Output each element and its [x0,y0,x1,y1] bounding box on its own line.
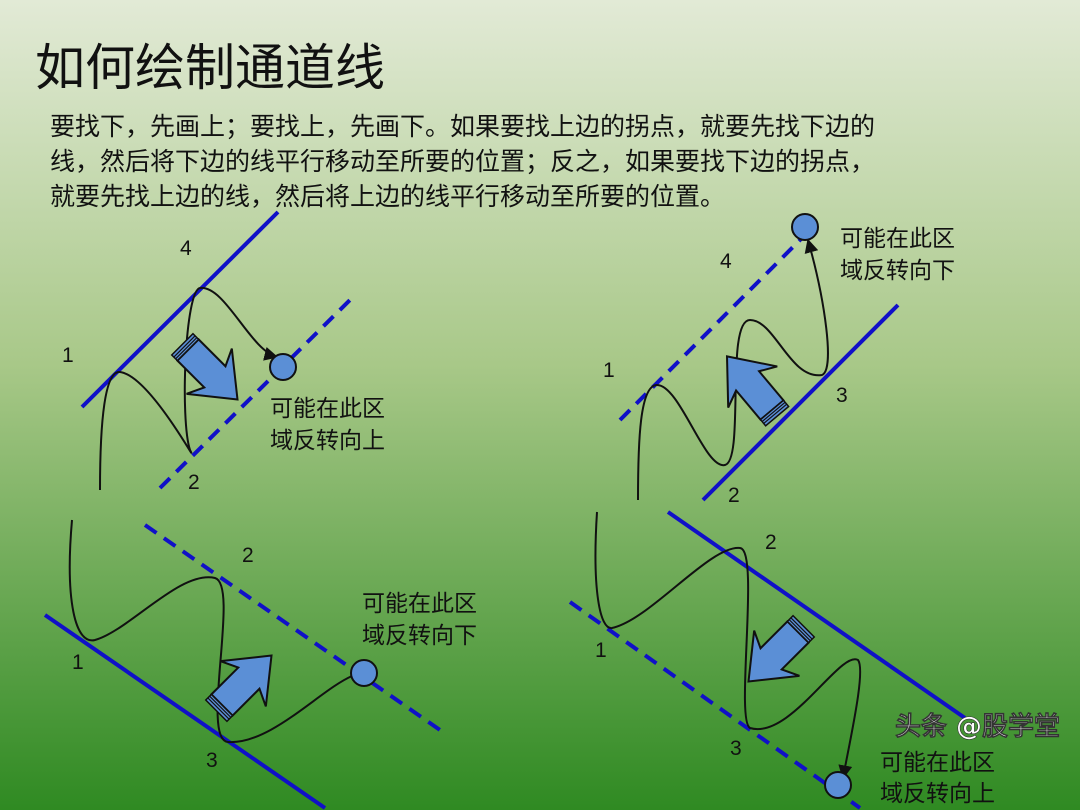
point-label-2: 2 [728,484,740,507]
point-label-2: 2 [242,544,254,567]
reversal-point [350,659,378,687]
intro-line-2: 线，然后将下边的线平行移动至所要的位置；反之，如果要找下边的拐点， [50,147,875,176]
point-label-2: 2 [188,471,200,494]
panel-upper-right: 4 1 3 2 可能在此区 域反转向下 [603,213,955,507]
point-label-1: 1 [72,651,84,674]
point-label-3: 3 [836,384,848,407]
page-title: 如何绘制通道线 [35,39,385,97]
reversal-note-line-2: 域反转向上 [270,428,385,454]
reversal-note-line-1: 可能在此区 [840,226,955,252]
lower-channel-line [43,613,327,810]
point-label-1: 1 [62,344,74,367]
point-label-1: 1 [603,359,615,382]
lower-channel-line [701,303,900,502]
reversal-point [269,353,297,381]
point-label-2: 2 [765,531,777,554]
price-path [68,519,353,744]
point-label-1: 1 [595,639,607,662]
parallel-lower-line [568,600,862,810]
point-label-3: 3 [730,737,742,760]
panel-upper-left: 4 1 2 可能在此区 域反转向上 [62,210,385,494]
reversal-note-line-2: 域反转向上 [880,781,995,807]
panel-lower-right: 2 1 3 可能在此区 域反转向上 [568,510,995,810]
reversal-point [824,771,852,799]
intro-line-1: 要找下，先画上；要找上，先画下。如果要找上边的拐点，就要先找下边的 [50,112,875,141]
price-path [99,286,279,491]
reversal-note-line-1: 可能在此区 [270,396,385,422]
intro-line-3: 就要先找上边的线，然后将上边的线平行移动至所要的位置。 [50,182,725,211]
watermark: 头条 @股学堂 [895,711,1060,742]
reversal-point [791,213,819,241]
point-label-4: 4 [720,250,732,273]
reversal-note-line-2: 域反转向下 [840,258,955,284]
reversal-note-line-2: 域反转向下 [362,623,477,649]
reversal-note-line-1: 可能在此区 [880,750,995,776]
panel-lower-left: 2 1 3 可能在此区 域反转向下 [43,519,477,810]
point-label-4: 4 [180,237,192,260]
point-label-3: 3 [206,749,218,772]
price-path [594,511,862,780]
parallel-upper-line [143,523,442,732]
reversal-note-line-1: 可能在此区 [362,591,477,617]
upper-channel-line [666,510,967,720]
